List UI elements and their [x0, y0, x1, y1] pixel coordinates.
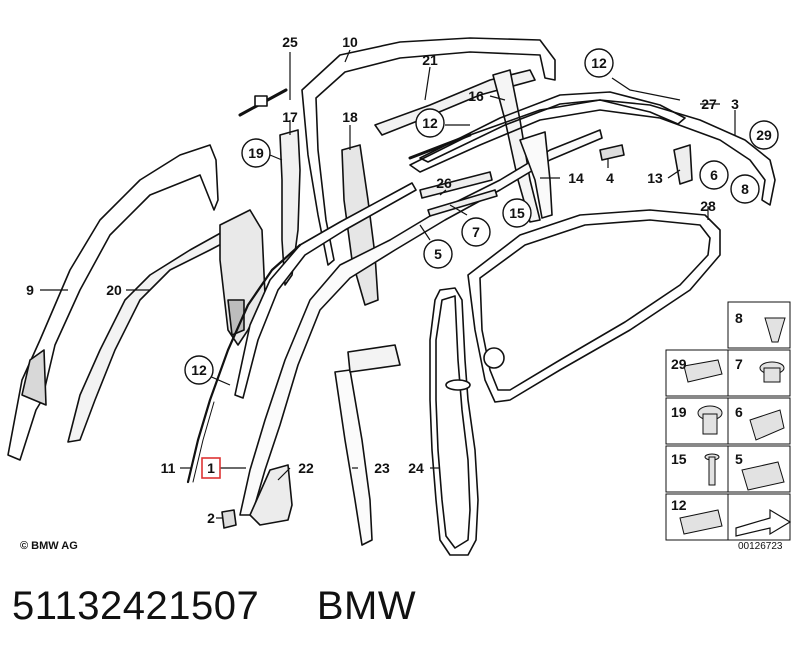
part-23-strip: [334, 369, 373, 546]
callout-23: 23: [374, 460, 390, 476]
callout-24: 24: [408, 460, 424, 476]
callout-17: 17: [282, 109, 298, 125]
part-14-strip: [519, 131, 553, 219]
callout-4: 4: [606, 170, 614, 186]
part-5-strip: [239, 129, 603, 516]
legend-label-19: 19: [671, 404, 687, 420]
callout-10: 10: [342, 34, 358, 50]
callout-12c: 12: [191, 362, 207, 378]
callout-7: 7: [472, 224, 480, 240]
callout-29: 29: [756, 127, 772, 143]
legend-label-7: 7: [735, 356, 743, 372]
hardware-legend: [665, 301, 791, 541]
part-27-strip: [419, 91, 686, 163]
brand-name: BMW: [316, 584, 417, 628]
callout-20: 20: [106, 282, 122, 298]
legend-label-5: 5: [735, 451, 743, 467]
callout-3: 3: [731, 96, 739, 112]
part-2-clip: [221, 509, 237, 529]
part-22-trim: [249, 464, 293, 526]
legend-label-29: 29: [671, 356, 687, 372]
part-28-window-frame: [467, 209, 721, 403]
callout-28: 28: [700, 198, 716, 214]
callout-11: 11: [161, 460, 176, 476]
callout-18: 18: [342, 109, 358, 125]
callout-15: 15: [509, 205, 525, 221]
part-12-strip: [234, 182, 417, 399]
part-26-strip: [419, 171, 493, 199]
part-21-strip: [374, 69, 536, 136]
part-24-seal: [429, 287, 479, 556]
legend-label-12: 12: [671, 497, 687, 513]
callout-1: 1: [207, 460, 215, 476]
callout-12: 12: [591, 55, 607, 71]
part-10-seal: [301, 37, 556, 266]
callout-2: 2: [207, 510, 215, 526]
callout-16: 16: [468, 88, 484, 104]
part-13-part: [673, 144, 693, 185]
callout-27: 27: [701, 96, 717, 112]
callout-19: 19: [248, 145, 264, 161]
part-16-trim: [492, 69, 541, 223]
callout-14: 14: [568, 170, 584, 186]
part-caption: 51132421507 BMW: [12, 584, 416, 629]
callout-13: 13: [647, 170, 663, 186]
legend-label-6: 6: [735, 404, 743, 420]
part-1-weatherstrip: [186, 243, 302, 484]
callout-12b: 12: [422, 115, 438, 131]
legend-label-8: 8: [735, 310, 743, 326]
part-9-door-frame: [7, 144, 219, 461]
callout-9: 9: [26, 282, 34, 298]
callout-26: 26: [436, 175, 452, 191]
copyright-notice: © BMW AG: [20, 540, 78, 552]
callout-6: 6: [710, 167, 718, 183]
arrow-icon: [735, 508, 792, 537]
callout-22: 22: [298, 460, 314, 476]
legend-label-15: 15: [671, 451, 687, 467]
part-17-pillar: [279, 129, 301, 286]
callout-25: 25: [282, 34, 298, 50]
part-3-roof-strip: [409, 99, 776, 206]
callout-8: 8: [741, 181, 749, 197]
callout-21: 21: [422, 52, 438, 68]
callout-5: 5: [434, 246, 442, 262]
part-4-clip: [599, 144, 625, 161]
part-number: 51132421507: [12, 584, 260, 628]
diagram-reference-number: 00126723: [738, 541, 783, 552]
